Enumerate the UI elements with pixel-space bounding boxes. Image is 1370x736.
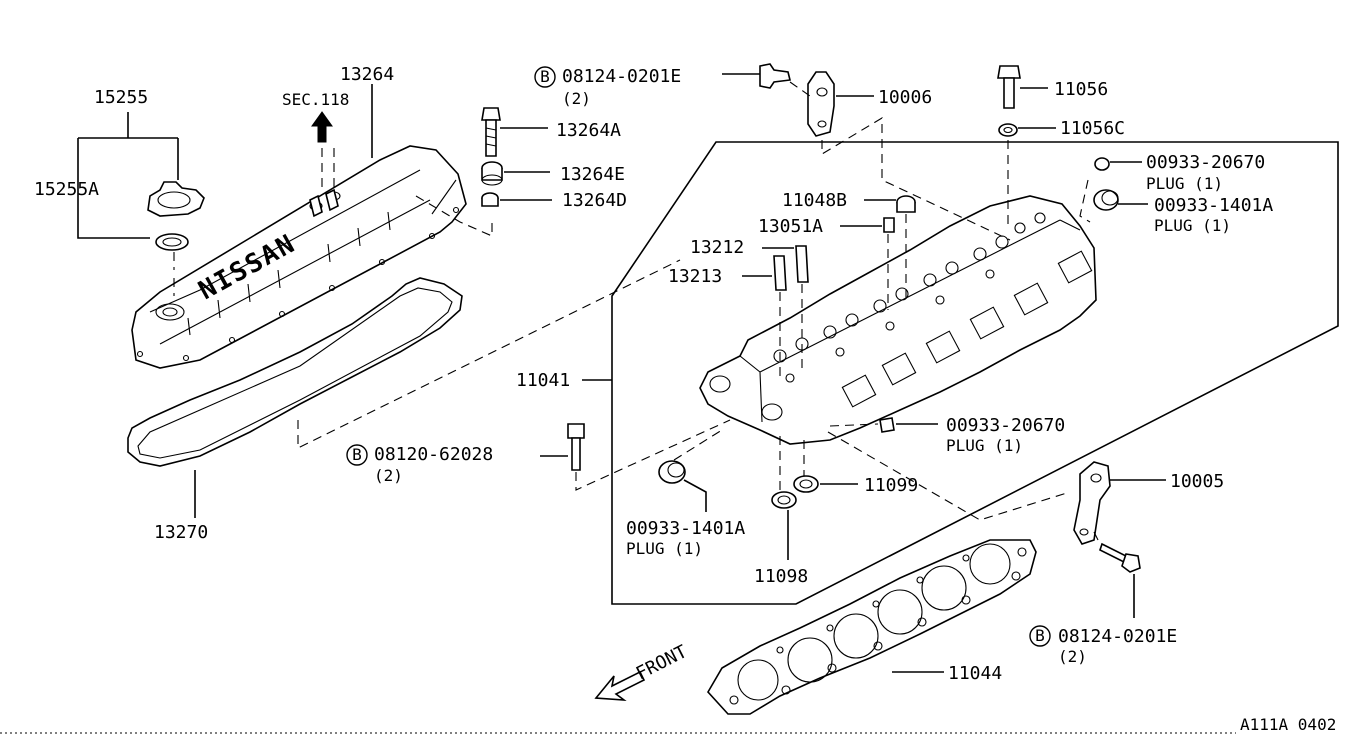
plug-group-top <box>1079 157 1148 223</box>
label-plug-d-number: 00933-1401A <box>626 518 745 539</box>
label-15255A: 15255A <box>34 179 99 200</box>
oil-filler-cap <box>147 181 205 217</box>
label-plug-c-text: PLUG (1) <box>946 436 1023 455</box>
label-plug-a-text: PLUG (1) <box>1146 174 1223 193</box>
bolt-b-bubble-left <box>346 444 368 466</box>
label-10005: 10005 <box>1170 471 1224 492</box>
cover-bolt-group <box>481 107 552 207</box>
label-13264: 13264 <box>340 64 394 85</box>
bolt-b-bubble-top <box>534 66 556 88</box>
rocker-cover-group: NISSAN <box>77 84 681 518</box>
bolt-11056-group <box>997 65 1056 228</box>
svg-text:B: B <box>352 445 362 464</box>
label-plug-b-number: 00933-1401A <box>1154 195 1273 216</box>
diagram-id: A111A 0402 <box>1240 715 1336 734</box>
front-arrow-icon <box>594 670 646 701</box>
label-bolt-left-number: 08120-62028 <box>374 444 493 465</box>
bracket-10005 <box>1073 461 1111 545</box>
label-13212: 13212 <box>690 237 744 258</box>
valve-parts-group <box>742 195 916 380</box>
label-bolt-left-qty: (2) <box>374 466 403 485</box>
label-plug-d-text: PLUG (1) <box>626 539 703 558</box>
cylinder-head <box>699 195 1097 445</box>
rocker-cover-gasket <box>127 277 463 467</box>
label-bolt-bottom-number: 08124-0201E <box>1058 626 1177 647</box>
label-13051A: 13051A <box>758 216 823 237</box>
label-plug-a-number: 00933-20670 <box>1146 152 1265 173</box>
svg-text:B: B <box>1035 626 1045 645</box>
bracket-10005-group <box>1073 461 1166 618</box>
lower-plugs-group <box>658 429 1071 560</box>
bracket-10006-group <box>722 63 1011 241</box>
label-13264E: 13264E <box>560 164 625 185</box>
label-10006: 10006 <box>878 87 932 108</box>
label-bolt-top-number: 08124-0201E <box>562 66 681 87</box>
label-11056C: 11056C <box>1060 118 1125 139</box>
bracket-10006 <box>807 71 835 137</box>
label-11041: 11041 <box>516 370 570 391</box>
label-11044: 11044 <box>948 663 1002 684</box>
label-13213: 13213 <box>668 266 722 287</box>
label-bolt-bottom-qty: (2) <box>1058 647 1087 666</box>
label-plug-b-text: PLUG (1) <box>1154 216 1231 235</box>
bolt-08120-group <box>540 419 731 491</box>
label-sec-118: SEC.118 <box>282 90 349 109</box>
front-label: FRONT <box>633 641 691 684</box>
label-11048B: 11048B <box>782 190 847 211</box>
label-13264D: 13264D <box>562 190 627 211</box>
rocker-cover: NISSAN <box>131 145 467 369</box>
label-11098: 11098 <box>754 566 808 587</box>
sec-118-arrow <box>311 111 333 143</box>
cap-gasket <box>155 233 189 251</box>
bolt-b-bubble-bottom <box>1029 625 1051 647</box>
label-15255: 15255 <box>94 87 148 108</box>
head-gasket <box>707 539 1037 715</box>
label-plug-c-number: 00933-20670 <box>946 415 1065 436</box>
label-bolt-top-qty: (2) <box>562 89 591 108</box>
label-13264A: 13264A <box>556 120 621 141</box>
label-11056: 11056 <box>1054 79 1108 100</box>
label-13270: 13270 <box>154 522 208 543</box>
head-assembly-frame <box>611 141 1339 605</box>
svg-text:B: B <box>540 67 550 86</box>
label-11099: 11099 <box>864 475 918 496</box>
